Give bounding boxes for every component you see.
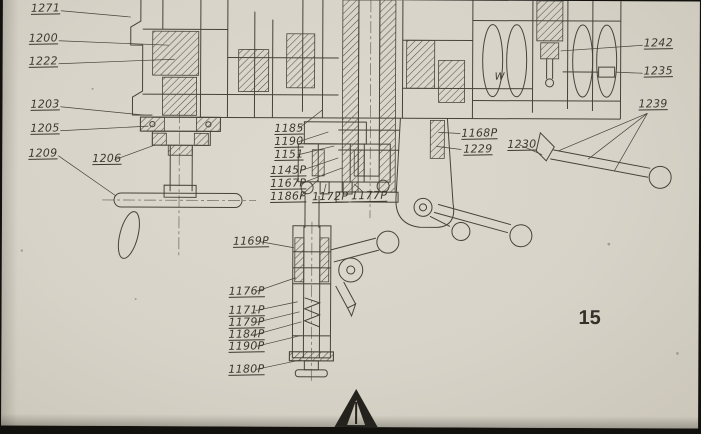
part-label-1172p: 1172P	[311, 189, 349, 204]
part-label-1203: 1203	[30, 97, 60, 111]
central-shaft	[335, 0, 400, 203]
part-label-1180p: 1180P	[228, 362, 265, 376]
valve-detail	[545, 58, 616, 88]
part-label-1222: 1222	[28, 54, 58, 68]
w-mark: W	[495, 72, 506, 83]
page-number: 15	[578, 306, 601, 330]
part-label-1185: 1185	[274, 121, 304, 135]
part-label-1242: 1242	[643, 36, 674, 50]
right-pivot-plate	[395, 118, 455, 228]
part-label-1190: 1190	[274, 134, 304, 148]
part-label-1205: 1205	[30, 121, 60, 135]
ball-levers	[429, 131, 672, 248]
part-label-1206: 1206	[92, 151, 122, 166]
part-label-1176p: 1176P	[228, 284, 265, 298]
part-label-1186p: 1186P	[269, 189, 307, 204]
part-label-1230: 1230	[507, 137, 537, 151]
part-label-1168p: 1168P	[461, 126, 498, 140]
leader-lines	[58, 10, 648, 370]
part-label-1229: 1229	[463, 142, 493, 156]
photo-speckles	[20, 87, 679, 355]
lower-valve-assembly	[288, 225, 400, 378]
part-label-1169p: 1169P	[232, 234, 270, 248]
part-label-1200: 1200	[28, 31, 59, 45]
part-label-1145p: 1145P	[270, 163, 307, 178]
part-label-1271: 1271	[30, 1, 61, 15]
left-flange-handwheel	[113, 116, 243, 259]
part-label-1151: 1151	[274, 147, 304, 161]
part-label-1190p: 1190P	[228, 339, 265, 353]
housing-outline	[130, 0, 622, 120]
part-label-1235: 1235	[643, 64, 673, 78]
part-label-1167p: 1167P	[270, 176, 307, 191]
part-label-1239: 1239	[638, 97, 668, 111]
hatched-sections	[139, 0, 564, 362]
part-label-1177p: 1177P	[350, 188, 388, 203]
logo-emblem	[331, 389, 382, 429]
part-label-1209: 1209	[28, 146, 58, 160]
